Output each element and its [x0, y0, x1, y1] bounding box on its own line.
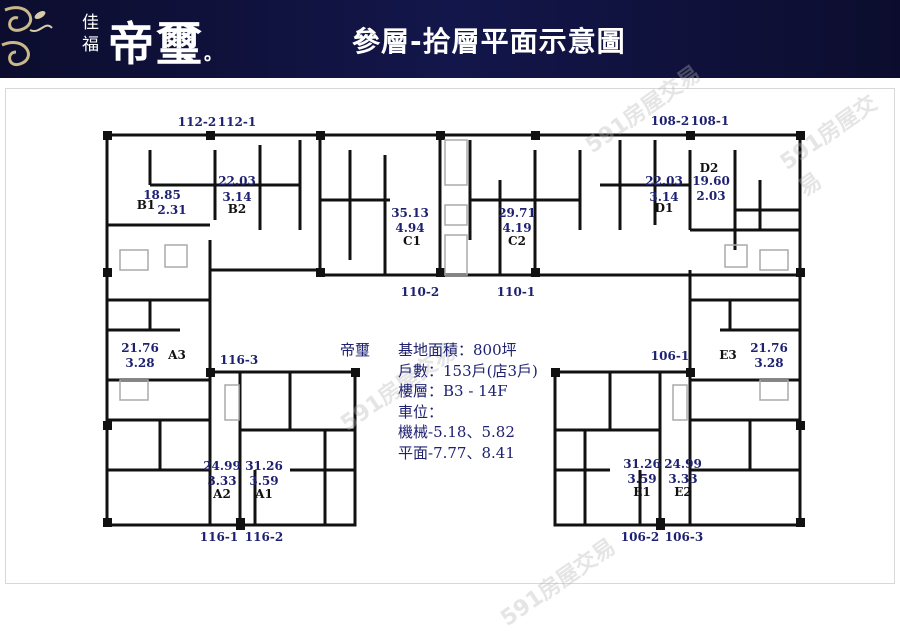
info-parking-mechanical: 機械-5.18、5.82 [398, 423, 515, 441]
brand-name: 帝璽 [108, 17, 204, 71]
content-frame [5, 88, 895, 584]
unit-area: 31.26 [245, 459, 283, 473]
stairs-elevators [119, 139, 789, 421]
unit-code: D2 [699, 161, 719, 175]
address-label: 116-3 [219, 353, 259, 367]
info-floors: 樓層：B3 - 14F [398, 382, 508, 400]
address-label: 112-2 [177, 115, 217, 129]
unit-area: 22.03 [645, 174, 683, 188]
unit-public-area: 3.14 [649, 190, 679, 204]
unit-public-area: 3.14 [222, 190, 252, 204]
project-name: 帝璽 [340, 341, 371, 359]
unit-code: E2 [674, 485, 692, 499]
address-label: 112-1 [217, 115, 257, 129]
address-label: 108-1 [690, 114, 730, 128]
unit-code: B2 [227, 202, 247, 216]
unit-code: B1 [136, 198, 156, 212]
unit-public-area: 3.59 [627, 472, 657, 486]
info-parking: 車位： [398, 402, 444, 421]
unit-area: 19.60 [692, 174, 730, 188]
unit-public-area: 2.31 [157, 203, 187, 217]
brand-prefix: 佳福 [82, 13, 99, 55]
unit-area: 29.71 [498, 206, 536, 220]
unit-public-area: 3.33 [207, 474, 237, 488]
unit-public-area: 4.94 [395, 221, 425, 235]
info-site-area: 基地面積：800坪 [398, 341, 517, 359]
unit-code: E1 [633, 485, 651, 499]
unit-public-area: 3.59 [249, 474, 279, 488]
unit-area: 18.85 [143, 188, 181, 202]
unit-code: C1 [403, 234, 421, 248]
brand-suffix: 。 [204, 44, 224, 65]
address-label: 110-1 [496, 285, 536, 299]
unit-code: E3 [719, 348, 737, 362]
unit-area: 24.99 [203, 459, 241, 473]
unit-area: 22.03 [218, 174, 256, 188]
unit-public-area: 3.28 [125, 356, 155, 370]
project-info: 帝璽 基地面積：800坪 戶數：153戶(店3戶) 樓層：B3 - 14F 車位… [340, 340, 538, 463]
unit-area: 31.26 [623, 457, 661, 471]
address-label: 106-2 [620, 530, 660, 544]
unit-public-area: 3.33 [668, 472, 698, 486]
unit-public-area: 2.03 [696, 189, 726, 203]
unit-code: D1 [654, 201, 674, 215]
unit-code: A3 [168, 348, 186, 362]
unit-area: 21.76 [750, 341, 788, 355]
scroll-ornament-icon [1, 6, 53, 67]
info-parking-flat: 平面-7.77、8.41 [398, 443, 515, 462]
address-label: 106-1 [650, 349, 690, 363]
unit-code: A2 [213, 487, 231, 501]
unit-code: A1 [255, 487, 273, 501]
columns [103, 131, 805, 530]
unit-area: 35.13 [391, 206, 429, 220]
address-label: 106-3 [664, 530, 704, 544]
address-label: 116-2 [244, 530, 284, 544]
unit-public-area: 3.28 [754, 356, 784, 370]
unit-code: C2 [508, 234, 526, 248]
page-title: 參層-拾層平面示意圖 [352, 25, 626, 58]
unit-public-area: 4.19 [502, 221, 532, 235]
address-label: 108-2 [650, 114, 690, 128]
unit-area: 24.99 [664, 457, 702, 471]
address-label: 110-2 [400, 285, 440, 299]
brand-logo: 帝璽。 [108, 8, 224, 74]
info-households: 戶數：153戶(店3戶) [398, 361, 538, 380]
floor-plan [103, 131, 805, 530]
header-banner: 佳福 帝璽。 參層-拾層平面示意圖 [0, 0, 900, 78]
address-label: 116-1 [199, 530, 239, 544]
unit-area: 21.76 [121, 341, 159, 355]
